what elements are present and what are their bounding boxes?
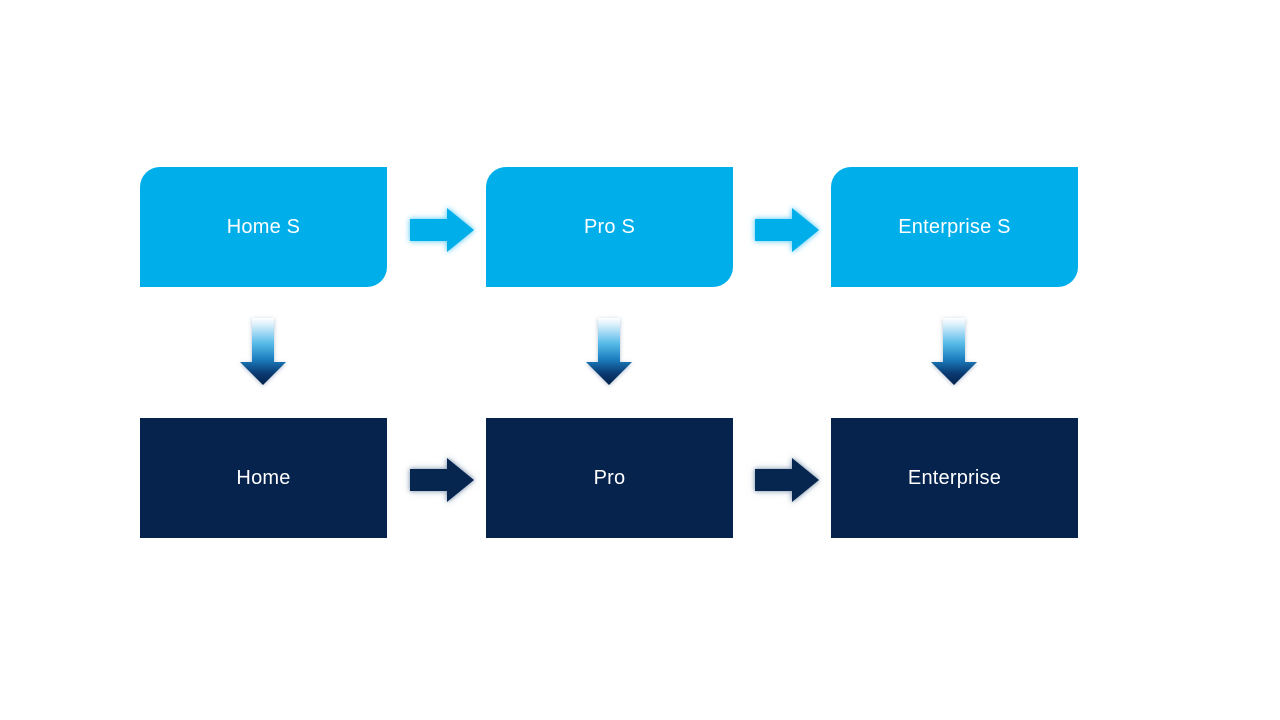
node-home-s: Home S [140, 167, 387, 287]
node-enterprise-s: Enterprise S [831, 167, 1078, 287]
right-arrow-icon [410, 207, 475, 253]
down-arrow-icon [931, 318, 977, 385]
node-enterprise-label: Enterprise [907, 466, 1002, 489]
node-home-s-label: Home S [226, 215, 301, 238]
down-arrow-icon [586, 318, 632, 385]
right-arrow-icon [755, 207, 820, 253]
node-enterprise: Enterprise [831, 418, 1078, 538]
right-arrow-icon [410, 457, 475, 503]
node-enterprise-s-label: Enterprise S [898, 215, 1011, 238]
node-pro-s: Pro S [486, 167, 733, 287]
node-home-label: Home [236, 466, 291, 489]
right-arrow-icon [755, 457, 820, 503]
node-pro: Pro [486, 418, 733, 538]
down-arrow-icon [240, 318, 286, 385]
node-pro-s-label: Pro S [583, 215, 636, 238]
node-home: Home [140, 418, 387, 538]
node-pro-label: Pro [593, 466, 626, 489]
